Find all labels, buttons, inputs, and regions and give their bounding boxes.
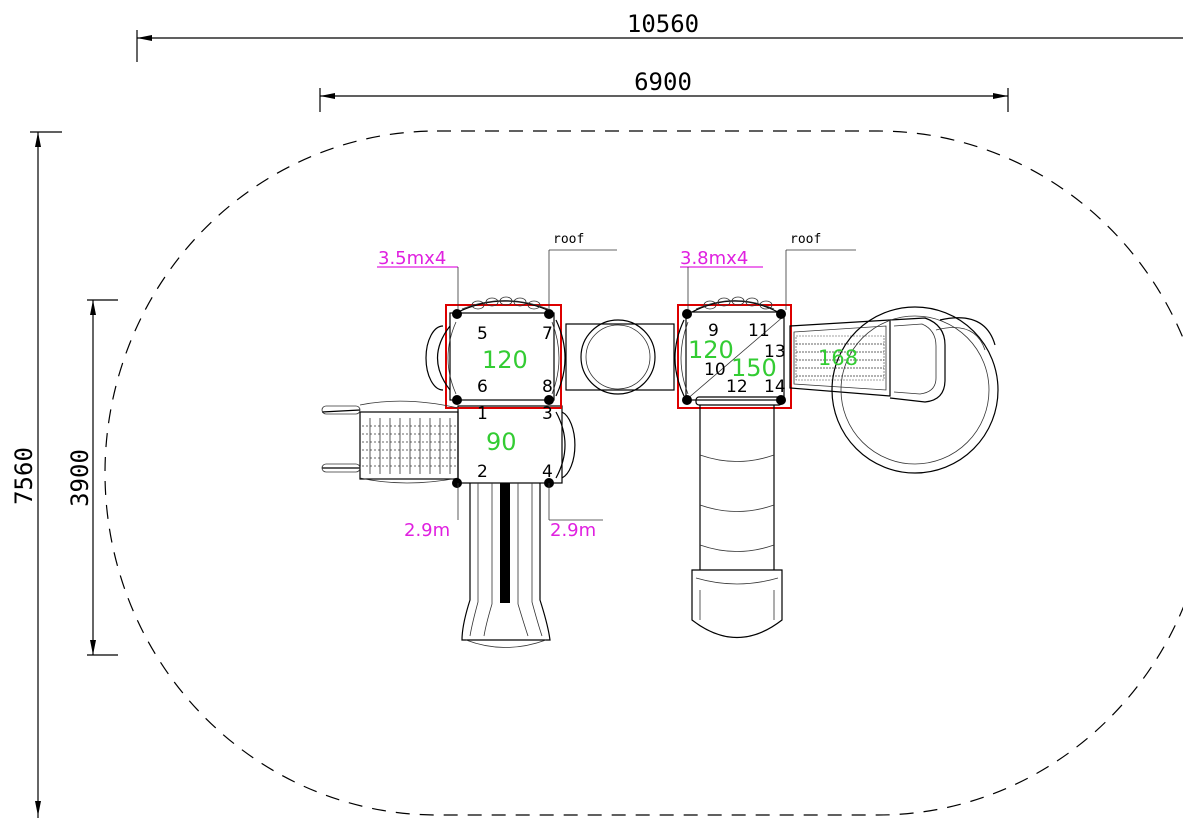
post-number-9: 9: [708, 321, 719, 341]
post-number-3: 3: [542, 404, 553, 424]
post-number-6: 6: [477, 377, 488, 397]
structure-depth-dimension: 3900: [66, 299, 118, 656]
overall-depth-dimension: 7560: [10, 131, 62, 818]
callout-left-posts: 3.5mx4: [377, 248, 459, 310]
left-tower: [321, 296, 675, 648]
left-tower-posts: [452, 309, 554, 488]
deck-height-bridge: 168: [818, 346, 858, 370]
callout-post-right: 2.9m: [548, 483, 603, 541]
ladder-rungs-left: [362, 418, 456, 474]
callout-right-posts: 3.8mx4: [680, 248, 763, 310]
callout-post-right-label: 2.9m: [550, 520, 596, 541]
callout-post-left-label: 2.9m: [404, 520, 450, 541]
callout-left-posts-label: 3.5mx4: [378, 248, 446, 269]
net-bridge: [789, 319, 891, 397]
callout-right-roof-label: roof: [790, 232, 821, 247]
deck-height-left-bottom: 90: [486, 428, 517, 456]
deck-heights: 120 90 120 150 168: [482, 336, 858, 456]
post-numbers: 1 2 3 4 5 6 7 8 9 10 11 12 13 14: [477, 321, 786, 482]
callout-right-roof: roof: [785, 232, 856, 310]
deck-height-left-top: 120: [482, 346, 528, 374]
right-deck-red-outline: [677, 304, 792, 409]
post-number-8: 8: [542, 377, 553, 397]
post-number-14: 14: [764, 377, 786, 397]
structure-width-dimension: 6900: [319, 68, 1009, 112]
post-number-12: 12: [726, 377, 748, 397]
structure-width-label: 6900: [634, 68, 692, 96]
safety-zone-outline: [104, 130, 1183, 816]
tube-slide: [691, 396, 783, 638]
post-number-7: 7: [542, 324, 553, 344]
overall-depth-label: 7560: [10, 447, 38, 505]
right-tower: [674, 296, 999, 638]
overall-width-dimension: 10560: [136, 10, 1183, 62]
post-number-10: 10: [704, 360, 726, 380]
post-number-1: 1: [477, 404, 488, 424]
post-number-2: 2: [477, 462, 488, 482]
spiral-slide: [831, 306, 999, 474]
callout-left-roof: roof: [548, 232, 617, 310]
callout-right-posts-label: 3.8mx4: [680, 248, 748, 269]
structure-depth-label: 3900: [66, 449, 94, 507]
callout-left-roof-label: roof: [553, 232, 584, 247]
overall-width-label: 10560: [627, 10, 699, 38]
post-number-4: 4: [542, 462, 553, 482]
deck-height-right-right: 150: [731, 354, 777, 382]
wave-slide: [461, 483, 551, 648]
right-tower-posts: [682, 309, 786, 405]
callout-post-left: 2.9m: [404, 483, 459, 541]
deck-height-right-left: 120: [688, 336, 734, 364]
post-number-11: 11: [748, 321, 770, 341]
post-number-5: 5: [477, 324, 488, 344]
post-number-13: 13: [764, 342, 786, 362]
